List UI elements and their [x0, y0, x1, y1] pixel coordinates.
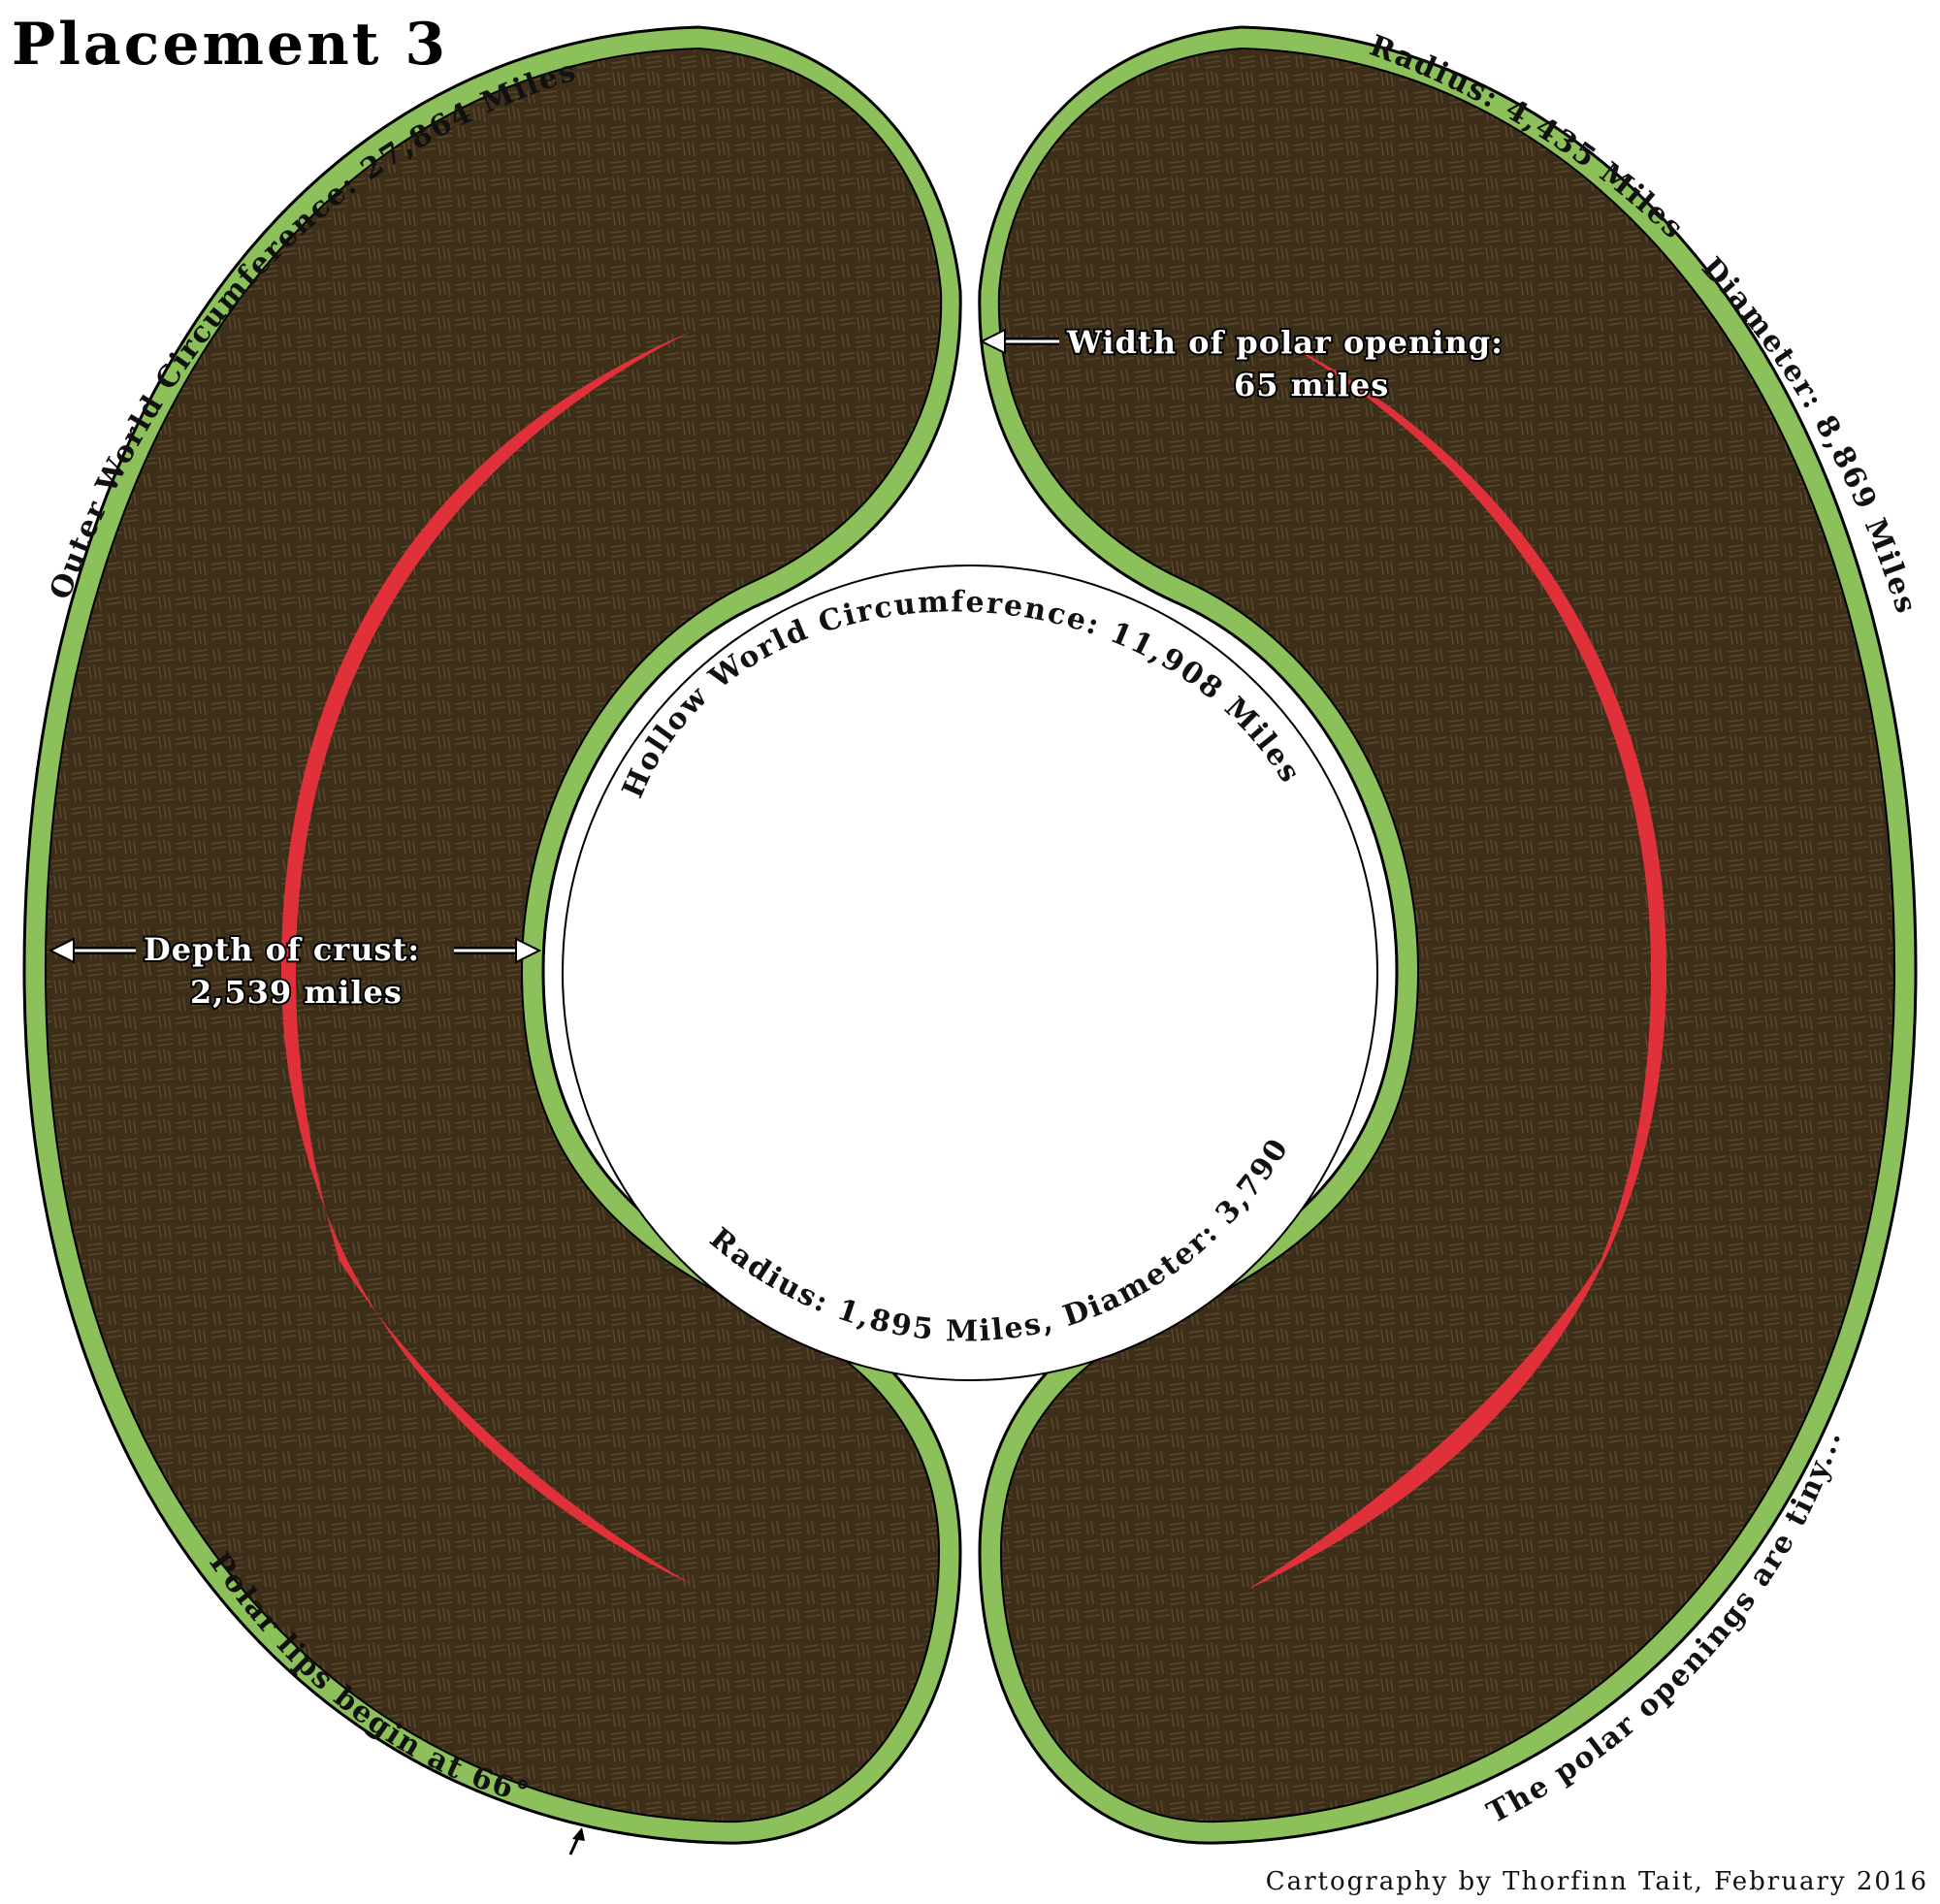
- left-crust-body: [44, 47, 943, 1823]
- left-arrow-icon: [48, 937, 136, 964]
- cartography-credit: Cartography by Thorfinn Tait, February 2…: [1266, 1867, 1928, 1896]
- polar-lips-arrow-icon: [568, 1827, 585, 1856]
- right-crust-section: [978, 25, 1918, 1845]
- left-arrow-icon: [979, 328, 1059, 355]
- right-crust-body: [997, 47, 1896, 1823]
- polar-opening-label-line1: Width of polar opening:: [1066, 324, 1504, 361]
- right-arrow-icon: [454, 937, 542, 964]
- page-title: Placement 3: [12, 11, 448, 79]
- polar-opening-callout: Width of polar opening: 65 miles: [979, 322, 1504, 405]
- left-crust-section: [22, 25, 962, 1845]
- crust-depth-label-line2: 2,539 miles: [190, 974, 403, 1011]
- crust-depth-label-line1: Depth of crust:: [144, 931, 420, 968]
- hollow-world-interior: [562, 565, 1378, 1381]
- crust-depth-callout: Depth of crust: 2,539 miles: [48, 929, 542, 1013]
- polar-opening-label-line2: 65 miles: [1234, 367, 1389, 403]
